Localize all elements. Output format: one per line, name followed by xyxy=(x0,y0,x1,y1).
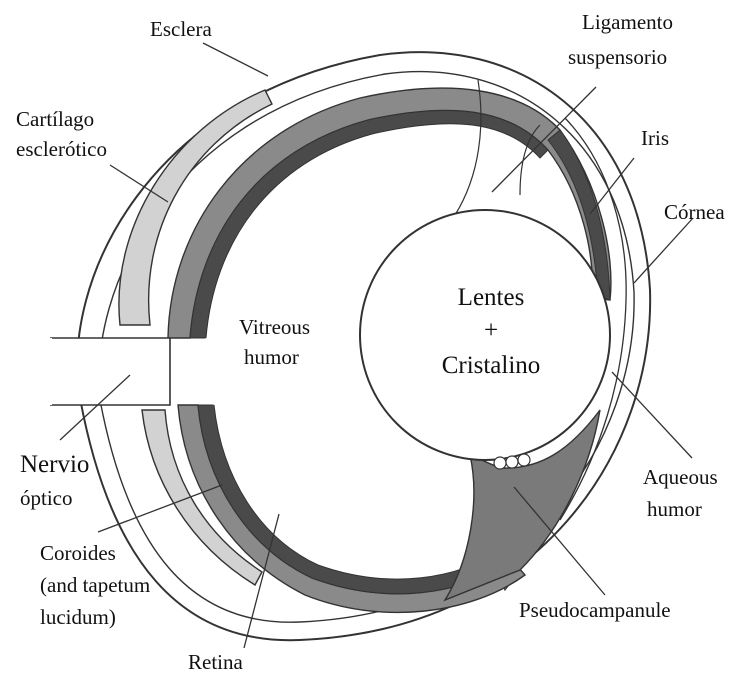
label-ligamento: suspensorio xyxy=(568,45,667,69)
label-coroides: lucidum) xyxy=(40,605,116,629)
label-retina: Retina xyxy=(188,650,243,674)
label-cartilago: Cartílago xyxy=(16,107,94,131)
label-coroides: Coroides xyxy=(40,541,116,565)
label-coroides: (and tapetum xyxy=(40,573,150,597)
label-vitreous: Vitreous xyxy=(239,315,310,339)
label-ligamento: Ligamento xyxy=(582,10,673,34)
label-aqueous: humor xyxy=(647,497,702,521)
label-esclera: Esclera xyxy=(150,17,212,41)
label-vitreous: humor xyxy=(244,345,299,369)
label-cartilago: esclerótico xyxy=(16,137,107,161)
lens-nodule xyxy=(506,456,518,468)
eye-structure xyxy=(50,52,650,640)
label-nervio: Nervio xyxy=(20,451,89,478)
leader-line-esclera xyxy=(203,43,268,76)
label-nervio: óptico xyxy=(20,486,73,510)
label-aqueous: Aqueous xyxy=(643,465,718,489)
label-lens: Lentes xyxy=(458,284,525,311)
label-cornea: Córnea xyxy=(664,200,725,224)
label-iris: Iris xyxy=(641,126,669,150)
lens-nodule xyxy=(518,454,530,466)
optic-nerve xyxy=(50,338,170,405)
lens-nodule xyxy=(494,457,506,469)
label-pseudocampanule: Pseudocampanule xyxy=(519,598,671,622)
label-lens: Cristalino xyxy=(442,352,541,379)
label-lens: + xyxy=(484,317,498,344)
